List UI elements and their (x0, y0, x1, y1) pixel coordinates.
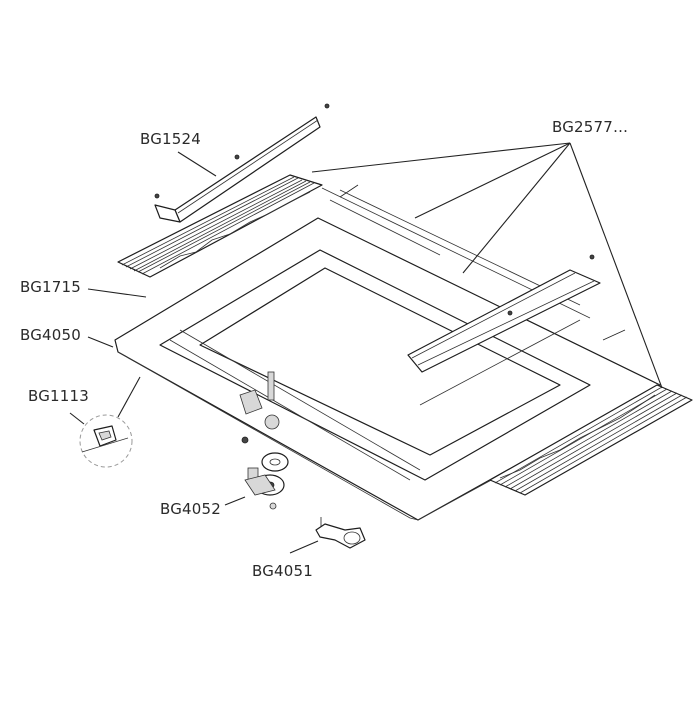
label-bg4052: BG4052 (160, 500, 222, 518)
label-bg4051: BG4051 (252, 562, 314, 580)
bg4052-handle (241, 436, 289, 510)
bg2577-frame-rails (321, 184, 626, 406)
right-pleated-blind (489, 384, 693, 496)
label-bg1524: BG1524 (140, 130, 202, 148)
bg4050-main-frame (114, 217, 661, 521)
label-bg2577: BG2577… (552, 118, 629, 136)
bg1113-detail (79, 414, 133, 468)
bg1524-rail (154, 103, 330, 223)
bg4051-lever (315, 517, 366, 549)
top-left-pleated-blind (117, 174, 323, 278)
label-bg1715: BG1715 (20, 278, 82, 296)
label-bg4050: BG4050 (20, 326, 82, 344)
label-bg1113: BG1113 (28, 387, 90, 405)
leader-lines (69, 142, 663, 554)
